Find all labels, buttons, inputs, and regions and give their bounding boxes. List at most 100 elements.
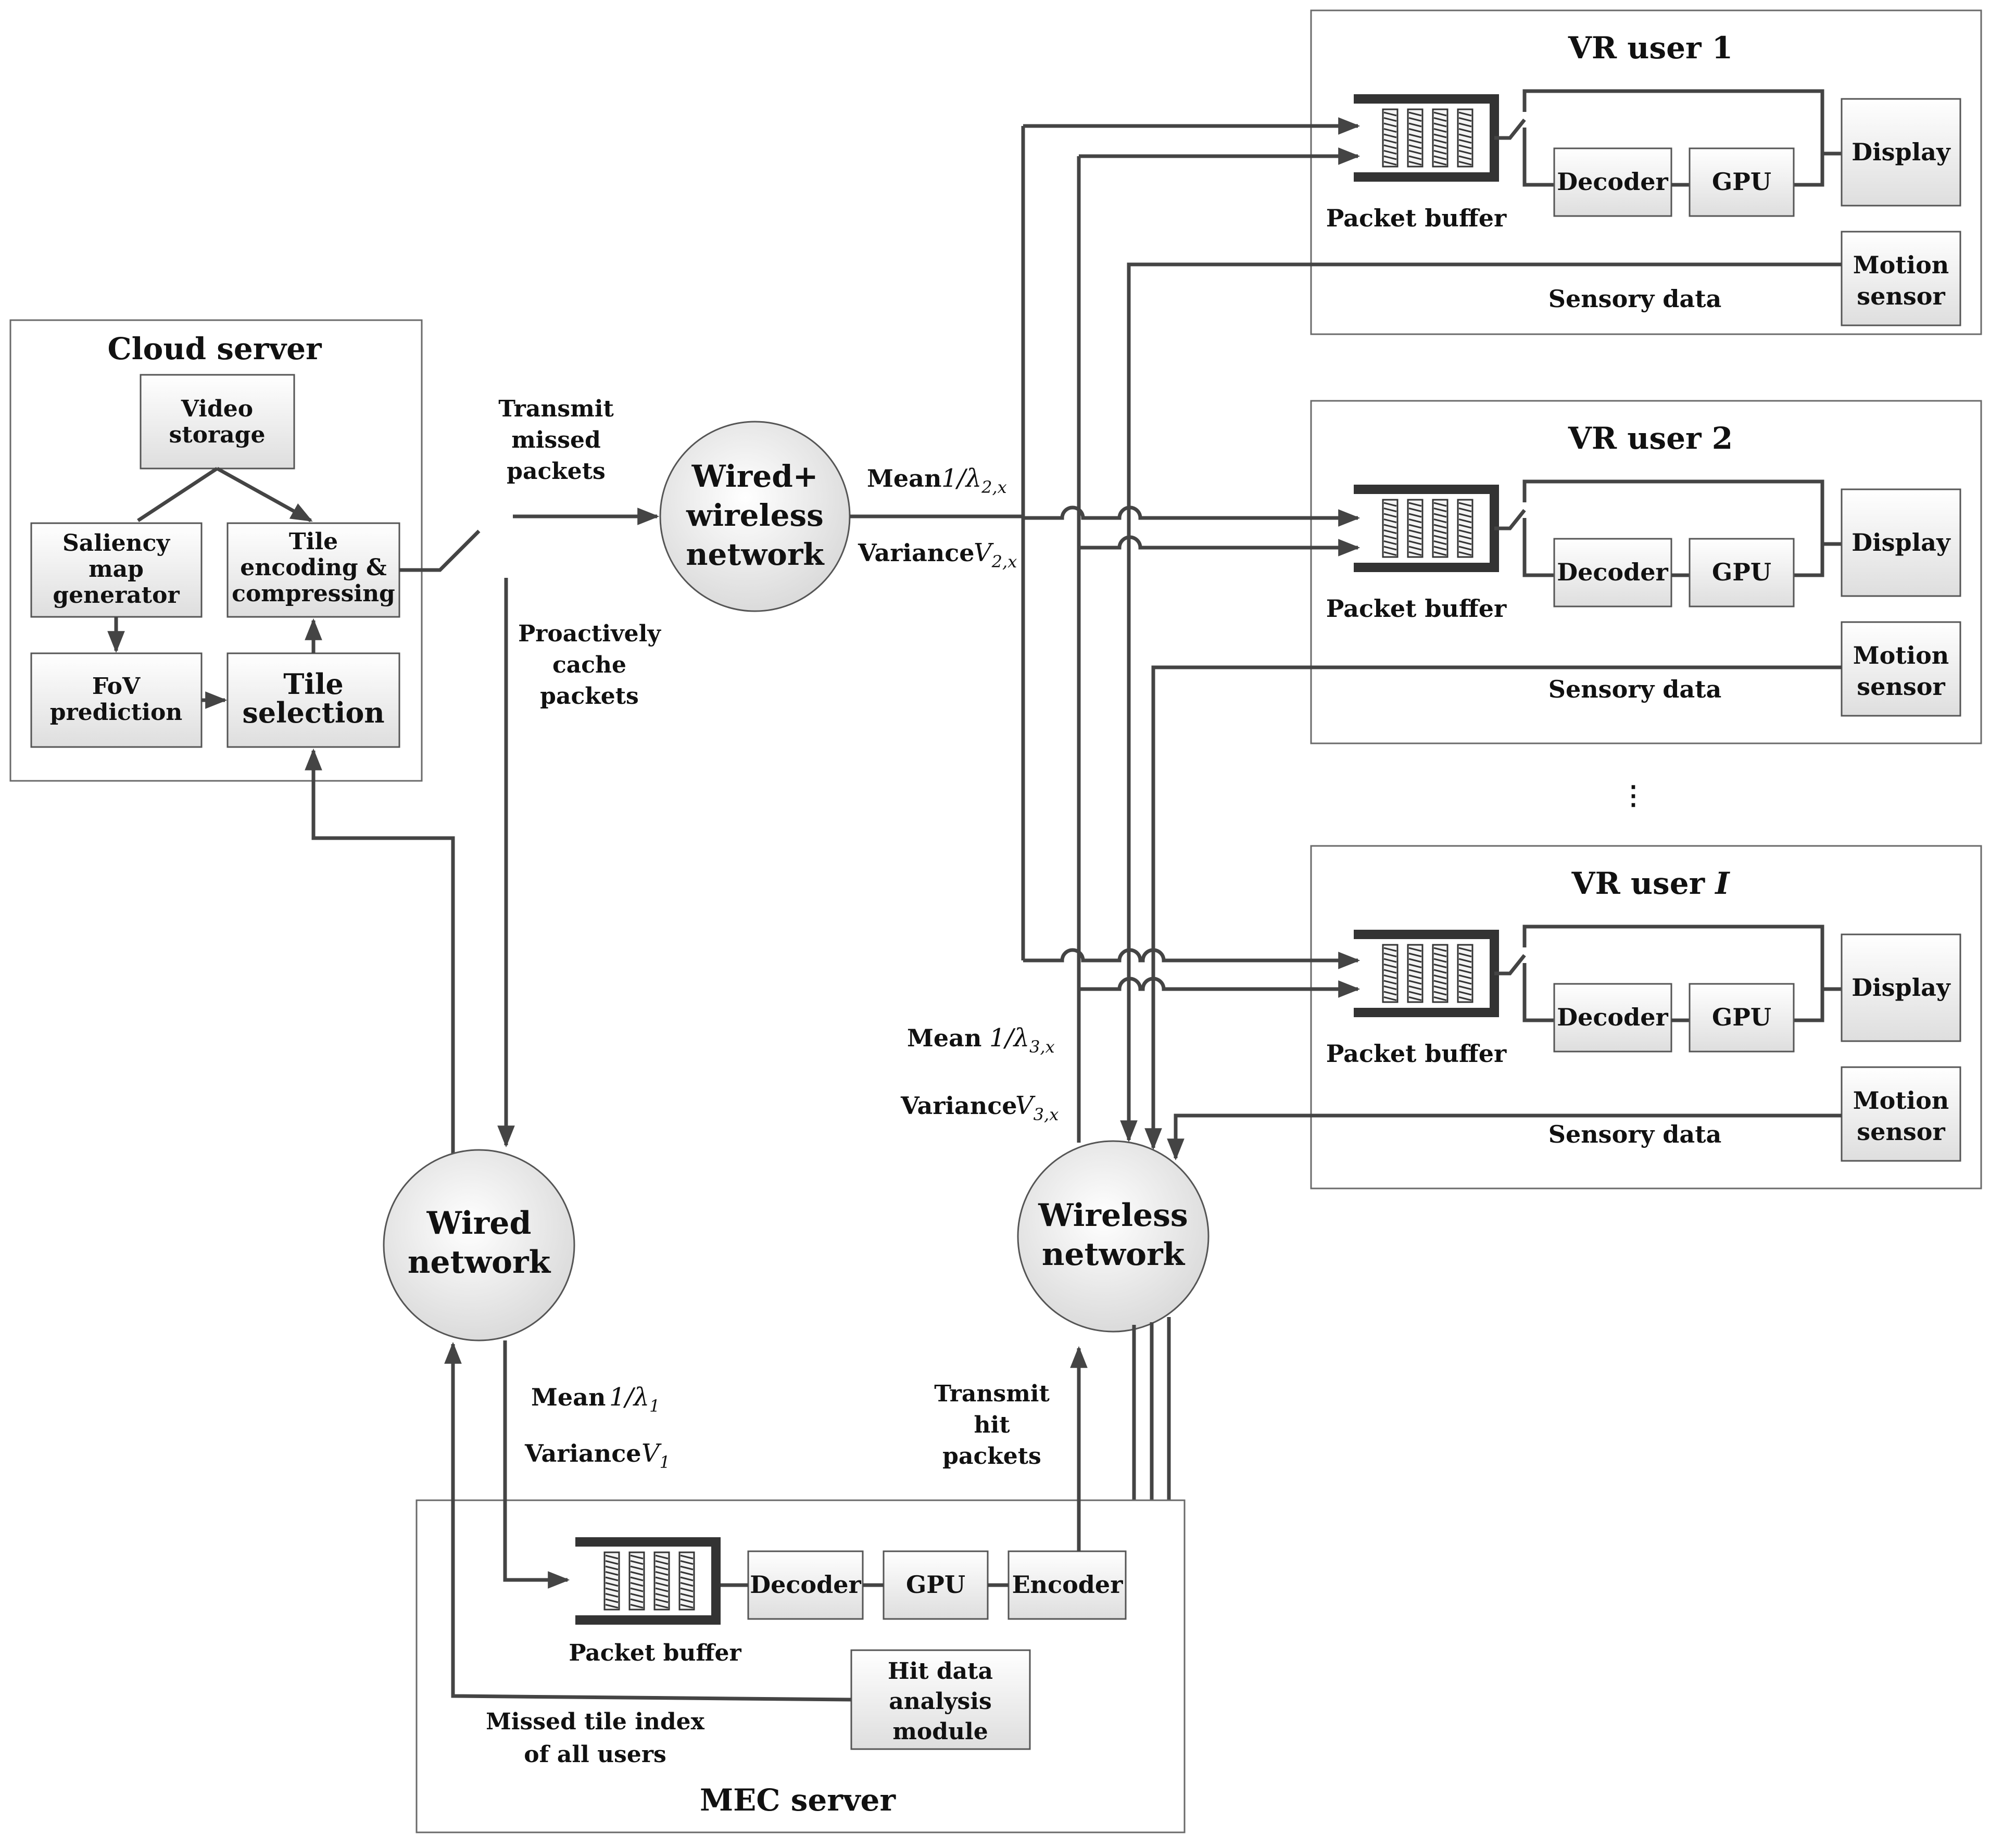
ww-mean-value: 1/λ2,x	[941, 464, 1007, 497]
packet-coil	[1408, 502, 1422, 556]
missed-tile-index-arrow	[444, 1341, 852, 1702]
users-ellipsis: ⋮	[1620, 780, 1646, 811]
ww-to-userI-arrow	[1023, 948, 1361, 969]
vr-user-bypass-line	[1522, 925, 1824, 989]
wireless-label-2: network	[1042, 1236, 1186, 1273]
missed-tile-label-2: of all users	[524, 1741, 666, 1768]
vr-user-packet-buffer	[1354, 930, 1499, 1017]
fov-prediction-box	[30, 652, 203, 748]
wired-wireless-label-1: Wired+	[691, 459, 818, 494]
mec-server-title: MEC server	[700, 1782, 896, 1818]
packet-coil	[1433, 111, 1447, 166]
packet-coil	[1408, 947, 1422, 1001]
wireless-network-circle	[1017, 1140, 1210, 1333]
vr-user-decoder-box	[1553, 147, 1672, 217]
vr-user-decoder-label: Decoder	[1557, 1003, 1668, 1031]
vr-user-title: VR user 2	[1568, 421, 1733, 456]
transmit-hit-label-1: Transmit	[934, 1381, 1050, 1407]
saliency-map-box	[30, 522, 203, 618]
packet-coil	[1458, 947, 1472, 1001]
vr-user-buffer-label: Packet buffer	[1326, 594, 1507, 623]
vr-user-decoder-box	[1553, 983, 1672, 1053]
wl-mean-word: Mean	[907, 1024, 981, 1052]
vr-user-gpu-box	[1689, 147, 1795, 217]
vr-user-motion-label-1: Motion	[1853, 251, 1949, 279]
proactive-cache-label-2: cache	[552, 652, 626, 678]
vr-user-motion-label-2: sensor	[1857, 282, 1945, 310]
vr-user-gpu-display-line	[1773, 542, 1842, 577]
storage-to-encoding-arrow	[216, 466, 313, 523]
packet-coil	[1383, 111, 1397, 166]
vr-user-display-box	[1841, 933, 1961, 1042]
ww-to-user2-arrow	[1023, 505, 1361, 527]
vr-user-motion-label-1: Motion	[1853, 1086, 1949, 1115]
saliency-label-2: map	[89, 556, 144, 583]
tile-encoding-label-1: Tile	[289, 528, 338, 555]
packet-coil	[1433, 502, 1447, 556]
vr-user-switch	[1494, 118, 1526, 140]
vr-user-sensory-label: Sensory data	[1548, 285, 1722, 313]
vr-user-title: VR user I	[1571, 866, 1730, 901]
mec-packet-buffer-graphic	[575, 1537, 721, 1625]
vr-user-display-label: Display	[1852, 528, 1951, 556]
tile-encoding-label-3: compressing	[232, 580, 395, 607]
vr-user-display-box	[1841, 488, 1961, 597]
storage-to-saliency-line	[137, 467, 218, 522]
vr-user-buffer-label: Packet buffer	[1326, 1040, 1507, 1068]
packet-coil	[630, 1554, 644, 1609]
wireless-stats: Mean 1/λ3,x Variance V3,x	[900, 1023, 1059, 1124]
transmit-hit-label-2: hit	[974, 1412, 1010, 1438]
sensory-userI-arrow	[1167, 1113, 1842, 1161]
wired-to-mec-buffer-arrow	[503, 1340, 570, 1589]
ww-mean-word: Mean	[867, 464, 941, 492]
wired-wireless-network: Wired+ wireless network	[659, 421, 851, 612]
vr-user-display-label: Display	[1852, 138, 1951, 166]
vr-user-motion-sensor-box	[1841, 1066, 1961, 1162]
wired-to-tile-selection-arrow	[305, 748, 455, 1156]
packet-coil	[680, 1554, 694, 1609]
tile-selection-label-1: Tile	[283, 667, 344, 701]
vr-user-bypass-line	[1522, 89, 1824, 154]
vr-user-gpu-box	[1689, 538, 1795, 607]
wired-network: Wired network	[383, 1149, 575, 1341]
wired-label-1: Wired	[426, 1205, 532, 1242]
wl-variance-value: V3,x	[1015, 1091, 1059, 1124]
cloud-output-switch	[399, 529, 481, 572]
packet-coil	[1408, 111, 1422, 166]
packet-coil	[1458, 502, 1472, 556]
wl-variance-word: Variance	[900, 1092, 1017, 1120]
missed-tile-label-1: Missed tile index	[486, 1708, 705, 1735]
cloud-server-title: Cloud server	[107, 331, 322, 366]
vr-user-motion-label-2: sensor	[1857, 673, 1945, 701]
mec-encoder-label: Encoder	[1012, 1571, 1124, 1599]
mec-decoder-box	[747, 1550, 864, 1620]
vr-user-decode-line	[1522, 518, 1554, 577]
vr-user-decoder-label: Decoder	[1557, 558, 1668, 586]
mec-decoder-label: Decoder	[750, 1571, 861, 1599]
vr-user-gpu-label: GPU	[1712, 1003, 1771, 1031]
wired-label-2: network	[408, 1244, 551, 1281]
packet-coil	[1433, 947, 1447, 1001]
wd-mean-word: Mean	[531, 1383, 606, 1411]
ww-variance-value: V2,x	[974, 538, 1017, 572]
wired-wireless-stats: Mean 1/λ2,x Variance V2,x	[858, 464, 1017, 572]
packet-coil	[1383, 502, 1397, 556]
vr-user-decoder-label: Decoder	[1557, 168, 1668, 196]
hit-module-label-2: analysis	[889, 1688, 992, 1715]
vr-user-gpu-label: GPU	[1712, 558, 1771, 586]
vr-user-gpu-box	[1689, 983, 1795, 1053]
video-storage-label-2: storage	[169, 422, 266, 448]
vr-user-decode-line	[1522, 128, 1554, 187]
sensory-user2-arrow	[1144, 665, 1842, 1150]
wd-mean-value: 1/λ1	[609, 1383, 660, 1416]
hit-module-label-1: Hit data	[888, 1658, 993, 1685]
vr-user-gpu-display-line	[1773, 987, 1842, 1022]
tile-encoding-label-2: encoding &	[240, 554, 386, 581]
transmit-missed-label-1: Transmit	[498, 396, 614, 422]
hit-module-label-3: module	[892, 1718, 988, 1745]
wireless-network: Wireless network	[1017, 1140, 1210, 1333]
